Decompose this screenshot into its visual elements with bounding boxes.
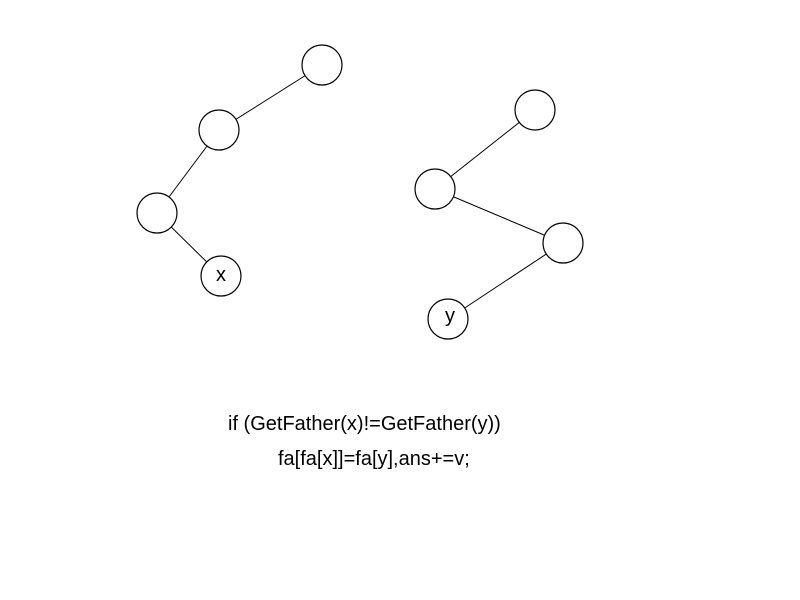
left-tree-mid-node bbox=[198, 109, 240, 151]
edge-right-root-to-left bbox=[434, 109, 536, 190]
right-tree-left-node bbox=[414, 168, 456, 210]
code-line-union: fa[fa[x]]=fa[y],ans+=v; bbox=[278, 448, 470, 470]
right-tree-root-node bbox=[514, 89, 556, 131]
edge-right-mid-to-y bbox=[447, 242, 564, 320]
node-y bbox=[427, 298, 469, 340]
node-x bbox=[200, 255, 242, 297]
left-tree-low-node bbox=[136, 192, 178, 234]
node-x-label: x bbox=[216, 264, 226, 286]
edge-right-left-to-mid bbox=[434, 188, 564, 244]
code-line-condition: if (GetFather(x)!=GetFather(y)) bbox=[228, 413, 501, 435]
right-tree-mid-node bbox=[542, 222, 584, 264]
node-y-label: y bbox=[445, 305, 455, 327]
left-tree-root-node bbox=[301, 44, 343, 86]
